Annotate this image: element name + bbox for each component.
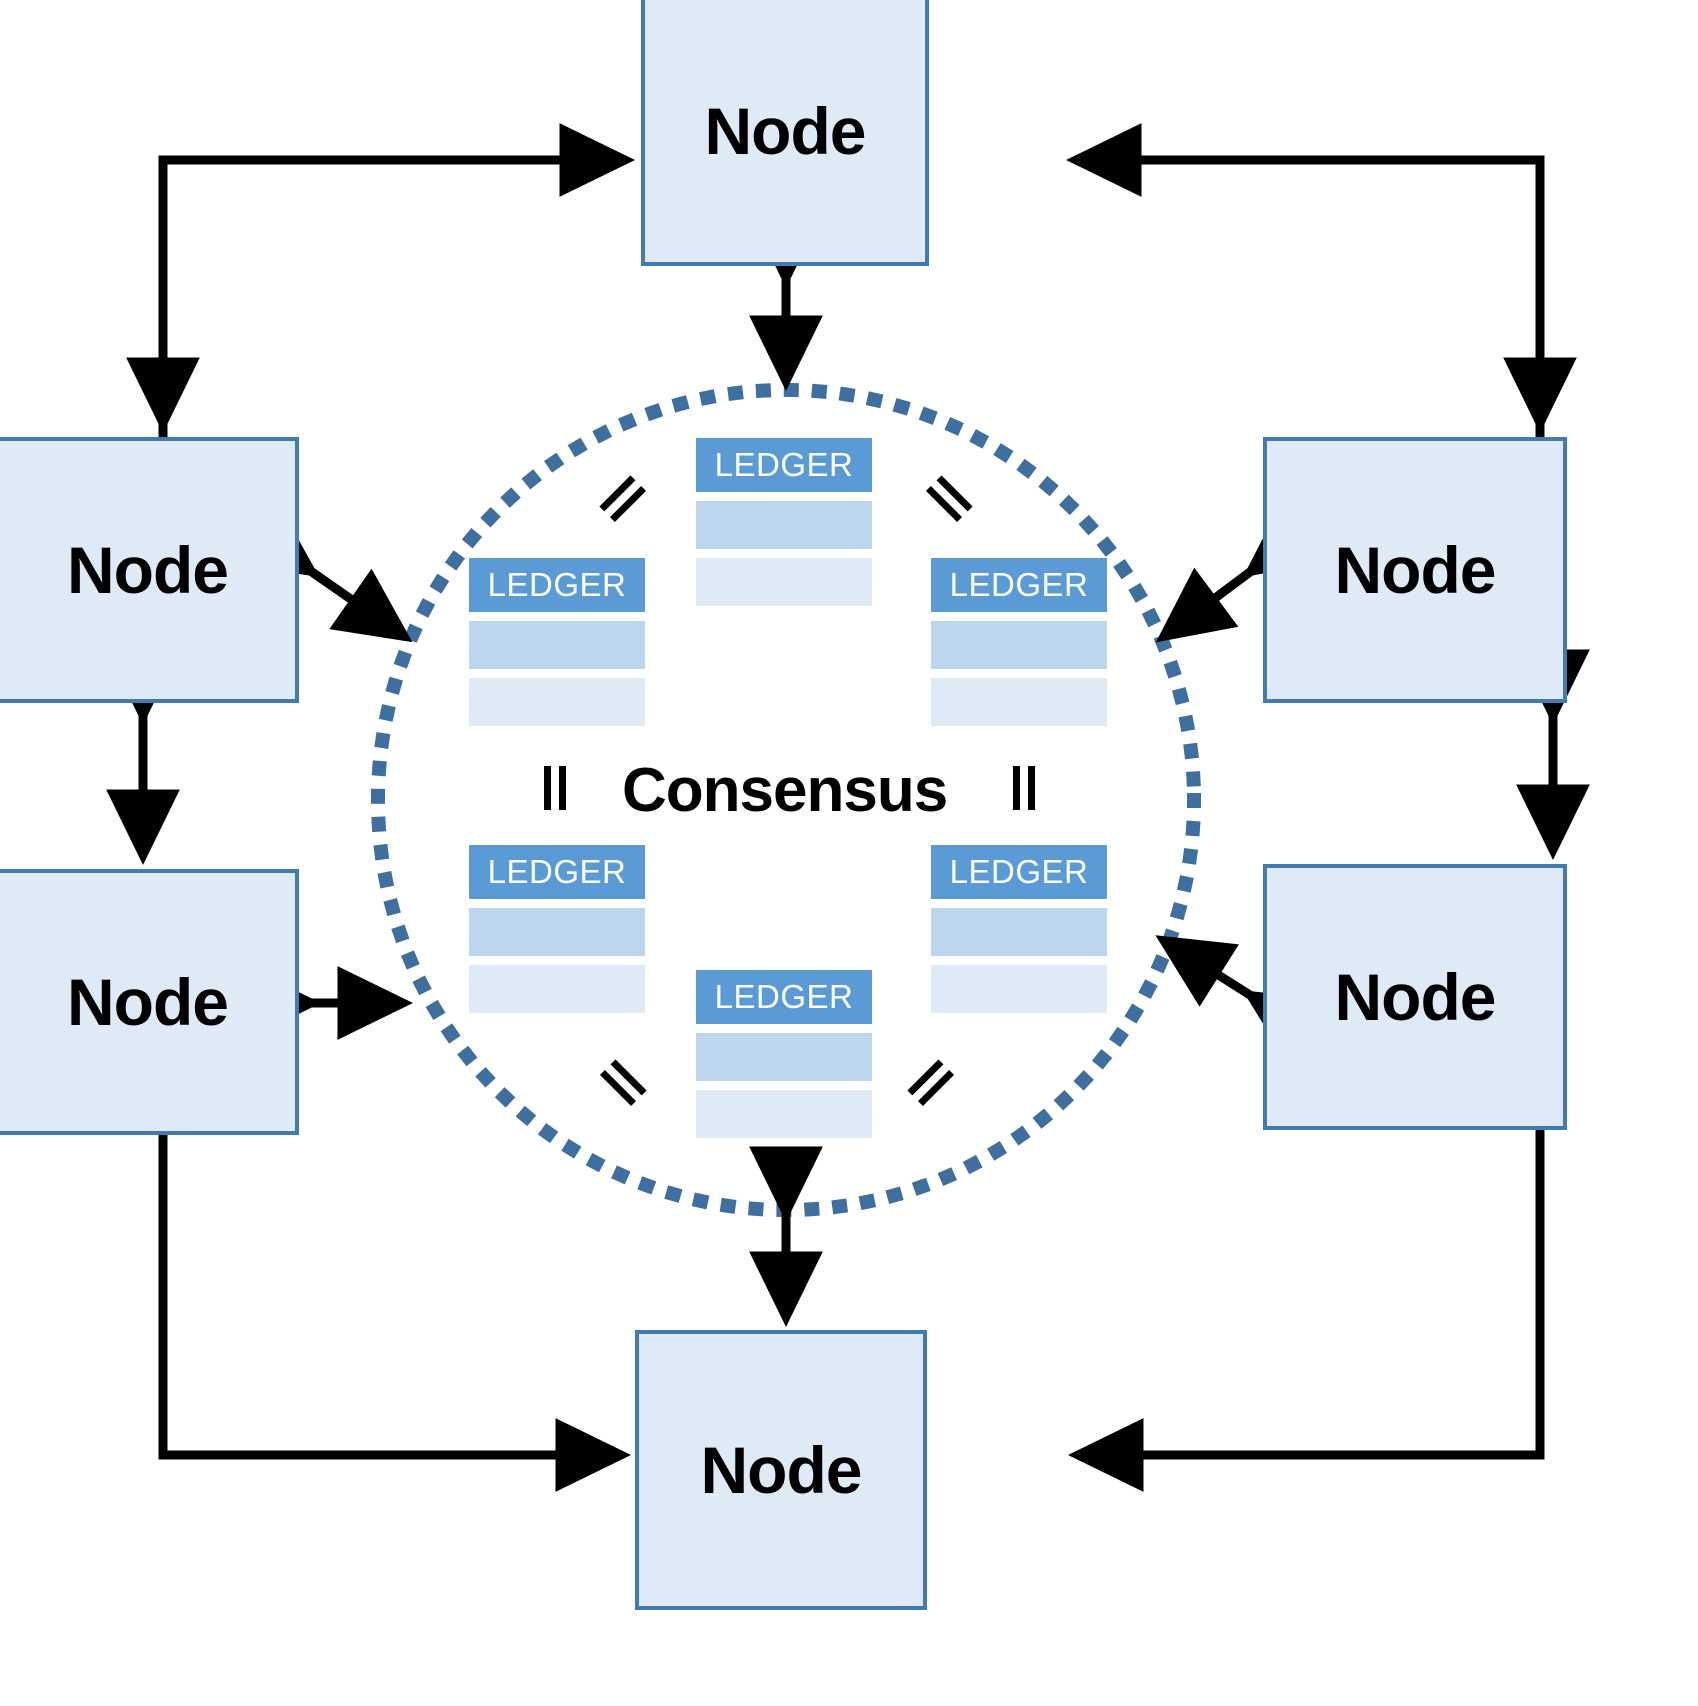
ledger-header-label: LEDGER [469,845,645,899]
ledger-row-2 [931,678,1107,726]
connector-rightlower-to-bottom [1068,1130,1545,1492]
equals-bar [1028,766,1035,810]
ledger-row-1 [931,908,1107,956]
ledger-header-label: LEDGER [469,558,645,612]
node-label: Node [700,1433,863,1507]
equals-bar [1013,766,1020,810]
node-box-left-lower[interactable]: Node [0,869,299,1135]
equals-bar [559,766,566,810]
ledger-header-label: LEDGER [931,845,1107,899]
connector-leftupper-to-top [158,123,635,437]
consensus-label: Consensus [622,756,948,825]
equals-sign-top-right [919,467,981,529]
connector-rightlower-to-circle [1155,935,1327,1062]
ledger-header-label: LEDGER [696,438,872,492]
ledger-lower-left[interactable]: LEDGER [469,845,645,1013]
equals-bar [544,766,551,810]
ledger-row-1 [696,1033,872,1081]
node-label: Node [67,965,229,1039]
ledger-row-1 [931,621,1107,669]
connector-leftlower-to-bottom [158,1135,631,1492]
equals-sign-mid-right [1001,766,1045,810]
ledger-row-2 [696,558,872,606]
node-label: Node [1334,533,1497,607]
node-box-right-upper[interactable]: Node [1263,437,1567,703]
ledger-row-2 [469,678,645,726]
ledger-header-label: LEDGER [931,558,1107,612]
equals-sign-bottom-left [593,1051,655,1113]
node-box-bottom[interactable]: Node [635,1330,927,1610]
ledger-upper-left[interactable]: LEDGER [469,558,645,726]
node-box-right-lower[interactable]: Node [1263,864,1567,1130]
node-box-left-upper[interactable]: Node [0,437,299,703]
connector-leftupper-to-circle [236,503,413,643]
ledger-bottom[interactable]: LEDGER [696,970,872,1138]
ledger-top[interactable]: LEDGER [696,438,872,606]
ledger-row-1 [469,908,645,956]
equals-sign-top-left [591,467,653,529]
ledger-row-2 [696,1090,872,1138]
node-label: Node [67,533,229,607]
node-label: Node [704,94,867,168]
ledger-row-2 [469,965,645,1013]
equals-sign-mid-left [532,766,576,810]
equals-sign-bottom-right [899,1051,961,1113]
connector-rightupper-to-circle [1155,502,1326,643]
ledger-row-2 [931,965,1107,1013]
ledger-row-1 [696,501,872,549]
ledger-header-label: LEDGER [696,970,872,1024]
ledger-row-1 [469,621,645,669]
ledger-lower-right[interactable]: LEDGER [931,845,1107,1013]
node-label: Node [1334,960,1497,1034]
ledger-upper-right[interactable]: LEDGER [931,558,1107,726]
connector-rightupper-to-top [1066,123,1545,437]
node-box-top[interactable]: Node [641,0,929,266]
